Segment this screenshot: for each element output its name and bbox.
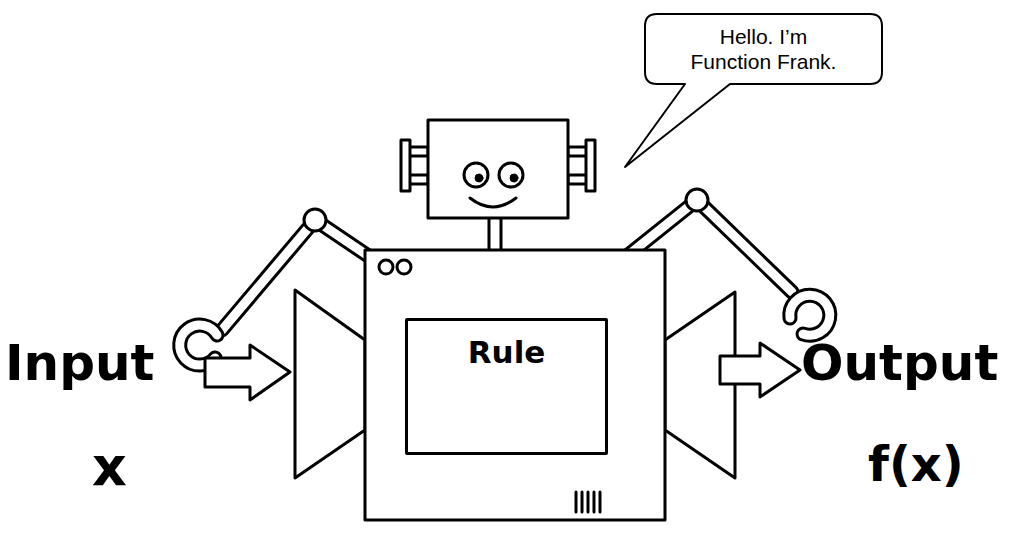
body-button [379,260,393,274]
neck-line [488,218,491,250]
ear-bolt [568,147,587,156]
output-function: f(x) [868,440,964,488]
robot-pupil [510,174,518,182]
ear-bolt [409,175,428,184]
robot-eye [464,163,488,187]
output-label: Output [801,338,998,388]
ear-bolt [409,147,428,156]
left-elbow [304,209,326,231]
speech-bubble: Hello. I’m Function Frank. [610,12,885,172]
body-button [397,260,411,274]
rule-screen: Rule [405,318,608,455]
right-wrench-fill [790,295,830,335]
input-arrow [205,345,290,400]
robot-body [365,250,665,520]
robot-pupil [475,174,483,182]
robot-smile [470,198,516,207]
ear-plate [586,140,595,191]
neck-line [500,218,503,250]
input-funnel [295,290,365,478]
speech-text: Hello. I’m Function Frank. [684,24,844,74]
robot-head [428,120,568,218]
ear-plate [401,140,410,191]
vent-lines [576,492,600,512]
robot-eye [499,163,523,187]
right-wrench [790,295,830,335]
bubble-text-area: Hello. I’m Function Frank. [645,14,882,84]
output-arrow [720,343,800,397]
input-variable: x [92,440,127,494]
bubble-path [625,14,882,167]
rule-text: Rule [468,335,546,369]
input-label: Input [5,338,155,388]
right-elbow [686,189,708,211]
ear-bolt [568,175,587,184]
